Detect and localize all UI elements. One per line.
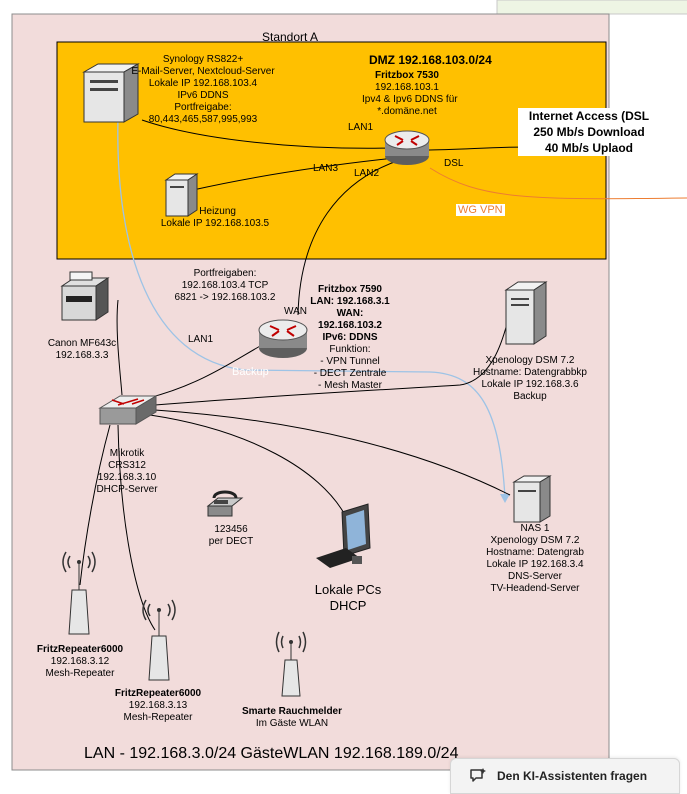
nas1-label: NAS 1 Xpenology DSM 7.2 Hostname: Dateng… [486,523,584,594]
server-icon [82,63,140,123]
internet-access-label: Internet Access (DSL 250 Mb/s Download 4… [518,108,660,156]
server-icon [512,475,552,523]
mikrotik-label: Mikrotik CRS312 192.168.3.10 DHCP-Server [96,448,158,495]
synology-label: Synology RS822+ E-Mail-Server, Nextcloud… [131,54,275,125]
lan2-label: LAN2 [354,168,380,179]
phone-icon [206,490,244,517]
router-icon [258,319,308,358]
link-mikrotik-pcs [149,414,346,516]
wg-vpn-label: WG VPN [456,204,505,216]
link-synology-fritz7530 [141,119,393,149]
dmz-box [56,41,607,260]
heizung-label: Heizung Lokale IP 192.168.103.5 [160,206,270,229]
link-backup [117,117,506,499]
phone-label: 123456 per DECT [208,524,254,547]
repeater2-label: FritzRepeater6000 192.168.3.13 Mesh-Repe… [114,688,202,723]
link-mikrotik-repeater2 [117,424,156,631]
dsl-label: DSL [444,158,464,169]
dmz-title: DMZ 192.168.103.0/24 [369,53,492,67]
ai-chat-icon [470,768,486,782]
server-icon [164,173,199,217]
lan1-label: LAN1 [188,334,214,345]
computer-icon [316,503,371,568]
footer-networks: LAN - 192.168.3.0/24 GästeWLAN 192.168.1… [84,745,459,762]
router-icon [384,130,430,165]
lan3-label: LAN3 [313,163,339,174]
link-wg-vpn [429,167,687,200]
wifi-repeater-icon [62,551,96,635]
pcs-label: Lokale PCs DHCP [314,582,382,613]
fritzbox-7530-label: Fritzbox 7530 192.168.103.1 Ipv4 & Ipv6 … [362,70,458,117]
link-mikrotik-fritz7590 [147,344,263,399]
link-mikrotik-backupnas [154,319,509,406]
switch-icon [98,395,158,425]
xpenology-backup-label: Xpenology DSM 7.2 Hostname: Datengrabbkp… [473,355,587,402]
link-wan [297,159,401,316]
link-mikrotik-repeater1 [79,424,111,586]
server-icon [504,281,548,345]
wifi-device-icon [275,631,307,697]
canon-label: Canon MF643c 192.168.3.3 [47,338,117,361]
printer-icon [60,271,110,321]
ask-ai-assistant-label: Den KI-Assistenten fragen [497,769,648,783]
link-canon-mikrotik [116,299,123,396]
backup-arrow [500,494,510,503]
wifi-repeater-icon [142,599,176,681]
wan-label: WAN [284,306,307,317]
rauchmelder-label: Smarte Rauchmelder Im Gäste WLAN [241,706,343,729]
link-heizung-fritz7530 [192,157,396,191]
link-mikrotik-nas1 [154,409,511,496]
callout-box [496,0,687,15]
ask-ai-assistant-button[interactable]: Den KI-Assistenten fragen [450,758,680,794]
repeater1-label: FritzRepeater6000 192.168.3.12 Mesh-Repe… [36,644,124,679]
backup-link-label: Backup [232,366,269,378]
site-title: Standort A [262,30,319,44]
lan1-dmz-label: LAN1 [348,122,374,133]
portfreigaben-label: Portfreigaben: 192.168.103.4 TCP 6821 ->… [174,268,276,303]
fritzbox-7590-label: Fritzbox 7590 LAN: 192.168.3.1 WAN: 192.… [310,284,390,391]
